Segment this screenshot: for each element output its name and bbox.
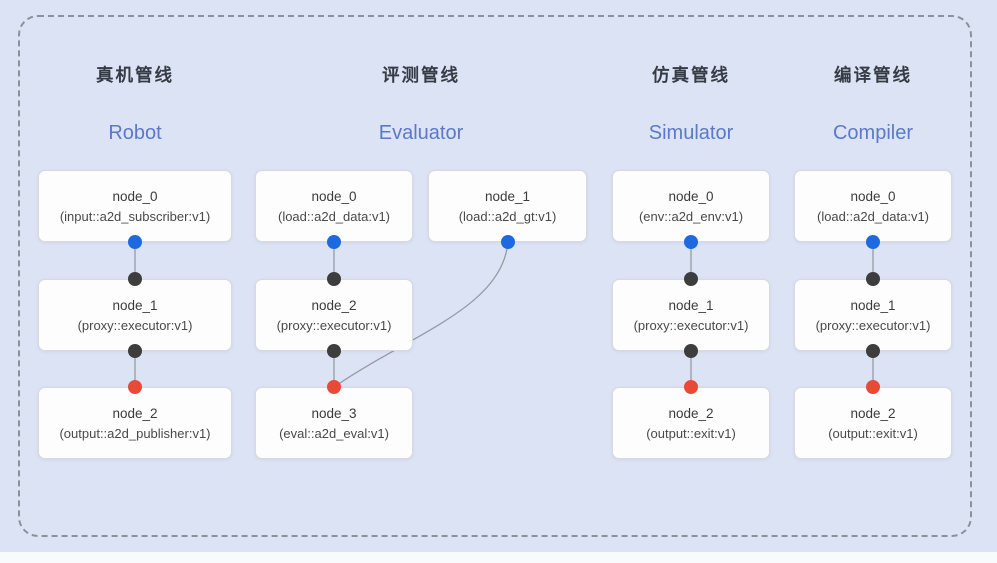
node-name: node_2 [850, 405, 896, 421]
robot-node-2: node_2 (output::a2d_publisher:v1) [38, 387, 232, 459]
simulator-title-zh: 仿真管线 [652, 65, 730, 85]
node-name: node_3 [311, 405, 357, 421]
node-type: (load::a2d_data:v1) [816, 208, 930, 224]
node-type: (output::exit:v1) [646, 425, 736, 441]
compiler-title-zh: 编译管线 [834, 65, 912, 85]
node-name: node_1 [484, 188, 531, 204]
evaluator-node-2: node_2 (proxy::executor:v1) [255, 279, 413, 351]
evaluator-title-en: Evaluator [378, 122, 464, 144]
simulator-node-1: node_1 (proxy::executor:v1) [612, 279, 770, 351]
evaluator-node-3: node_3 (eval::a2d_eval:v1) [255, 387, 413, 459]
node-name: node_0 [668, 188, 714, 204]
simulator-title-en: Simulator [648, 122, 734, 144]
robot-node-1: node_1 (proxy::executor:v1) [38, 279, 232, 351]
edge-evaluator-n1-n3-curve [333, 242, 509, 388]
node-name: node_0 [850, 188, 896, 204]
node-name: node_0 [112, 188, 158, 204]
node-type: (input::a2d_subscriber:v1) [59, 208, 211, 224]
simulator-node-2: node_2 (output::exit:v1) [612, 387, 770, 459]
robot-title-zh: 真机管线 [96, 65, 174, 85]
evaluator-node-0: node_0 (load::a2d_data:v1) [255, 170, 413, 242]
node-type: (output::a2d_publisher:v1) [59, 425, 211, 441]
robot-title-en: Robot [108, 122, 162, 144]
bottom-white-strip [0, 552, 997, 563]
compiler-node-1: node_1 (proxy::executor:v1) [794, 279, 952, 351]
node-name: node_0 [311, 188, 357, 204]
node-name: node_2 [668, 405, 714, 421]
simulator-node-0: node_0 (env::a2d_env:v1) [612, 170, 770, 242]
node-type: (proxy::executor:v1) [77, 317, 193, 333]
node-type: (proxy::executor:v1) [276, 317, 392, 333]
node-name: node_1 [112, 297, 158, 313]
evaluator-node-1: node_1 (load::a2d_gt:v1) [428, 170, 587, 242]
compiler-node-0: node_0 (load::a2d_data:v1) [794, 170, 952, 242]
node-type: (proxy::executor:v1) [633, 317, 749, 333]
node-type: (proxy::executor:v1) [815, 317, 931, 333]
node-type: (eval::a2d_eval:v1) [279, 425, 389, 441]
compiler-node-2: node_2 (output::exit:v1) [794, 387, 952, 459]
node-type: (load::a2d_data:v1) [277, 208, 391, 224]
node-type: (output::exit:v1) [828, 425, 918, 441]
node-type: (load::a2d_gt:v1) [458, 208, 557, 224]
compiler-title-en: Compiler [832, 122, 914, 144]
node-name: node_1 [668, 297, 714, 313]
node-type: (env::a2d_env:v1) [638, 208, 744, 224]
evaluator-title-zh: 评测管线 [382, 65, 460, 85]
node-name: node_2 [112, 405, 158, 421]
node-name: node_2 [311, 297, 357, 313]
robot-node-0: node_0 (input::a2d_subscriber:v1) [38, 170, 232, 242]
node-name: node_1 [850, 297, 896, 313]
